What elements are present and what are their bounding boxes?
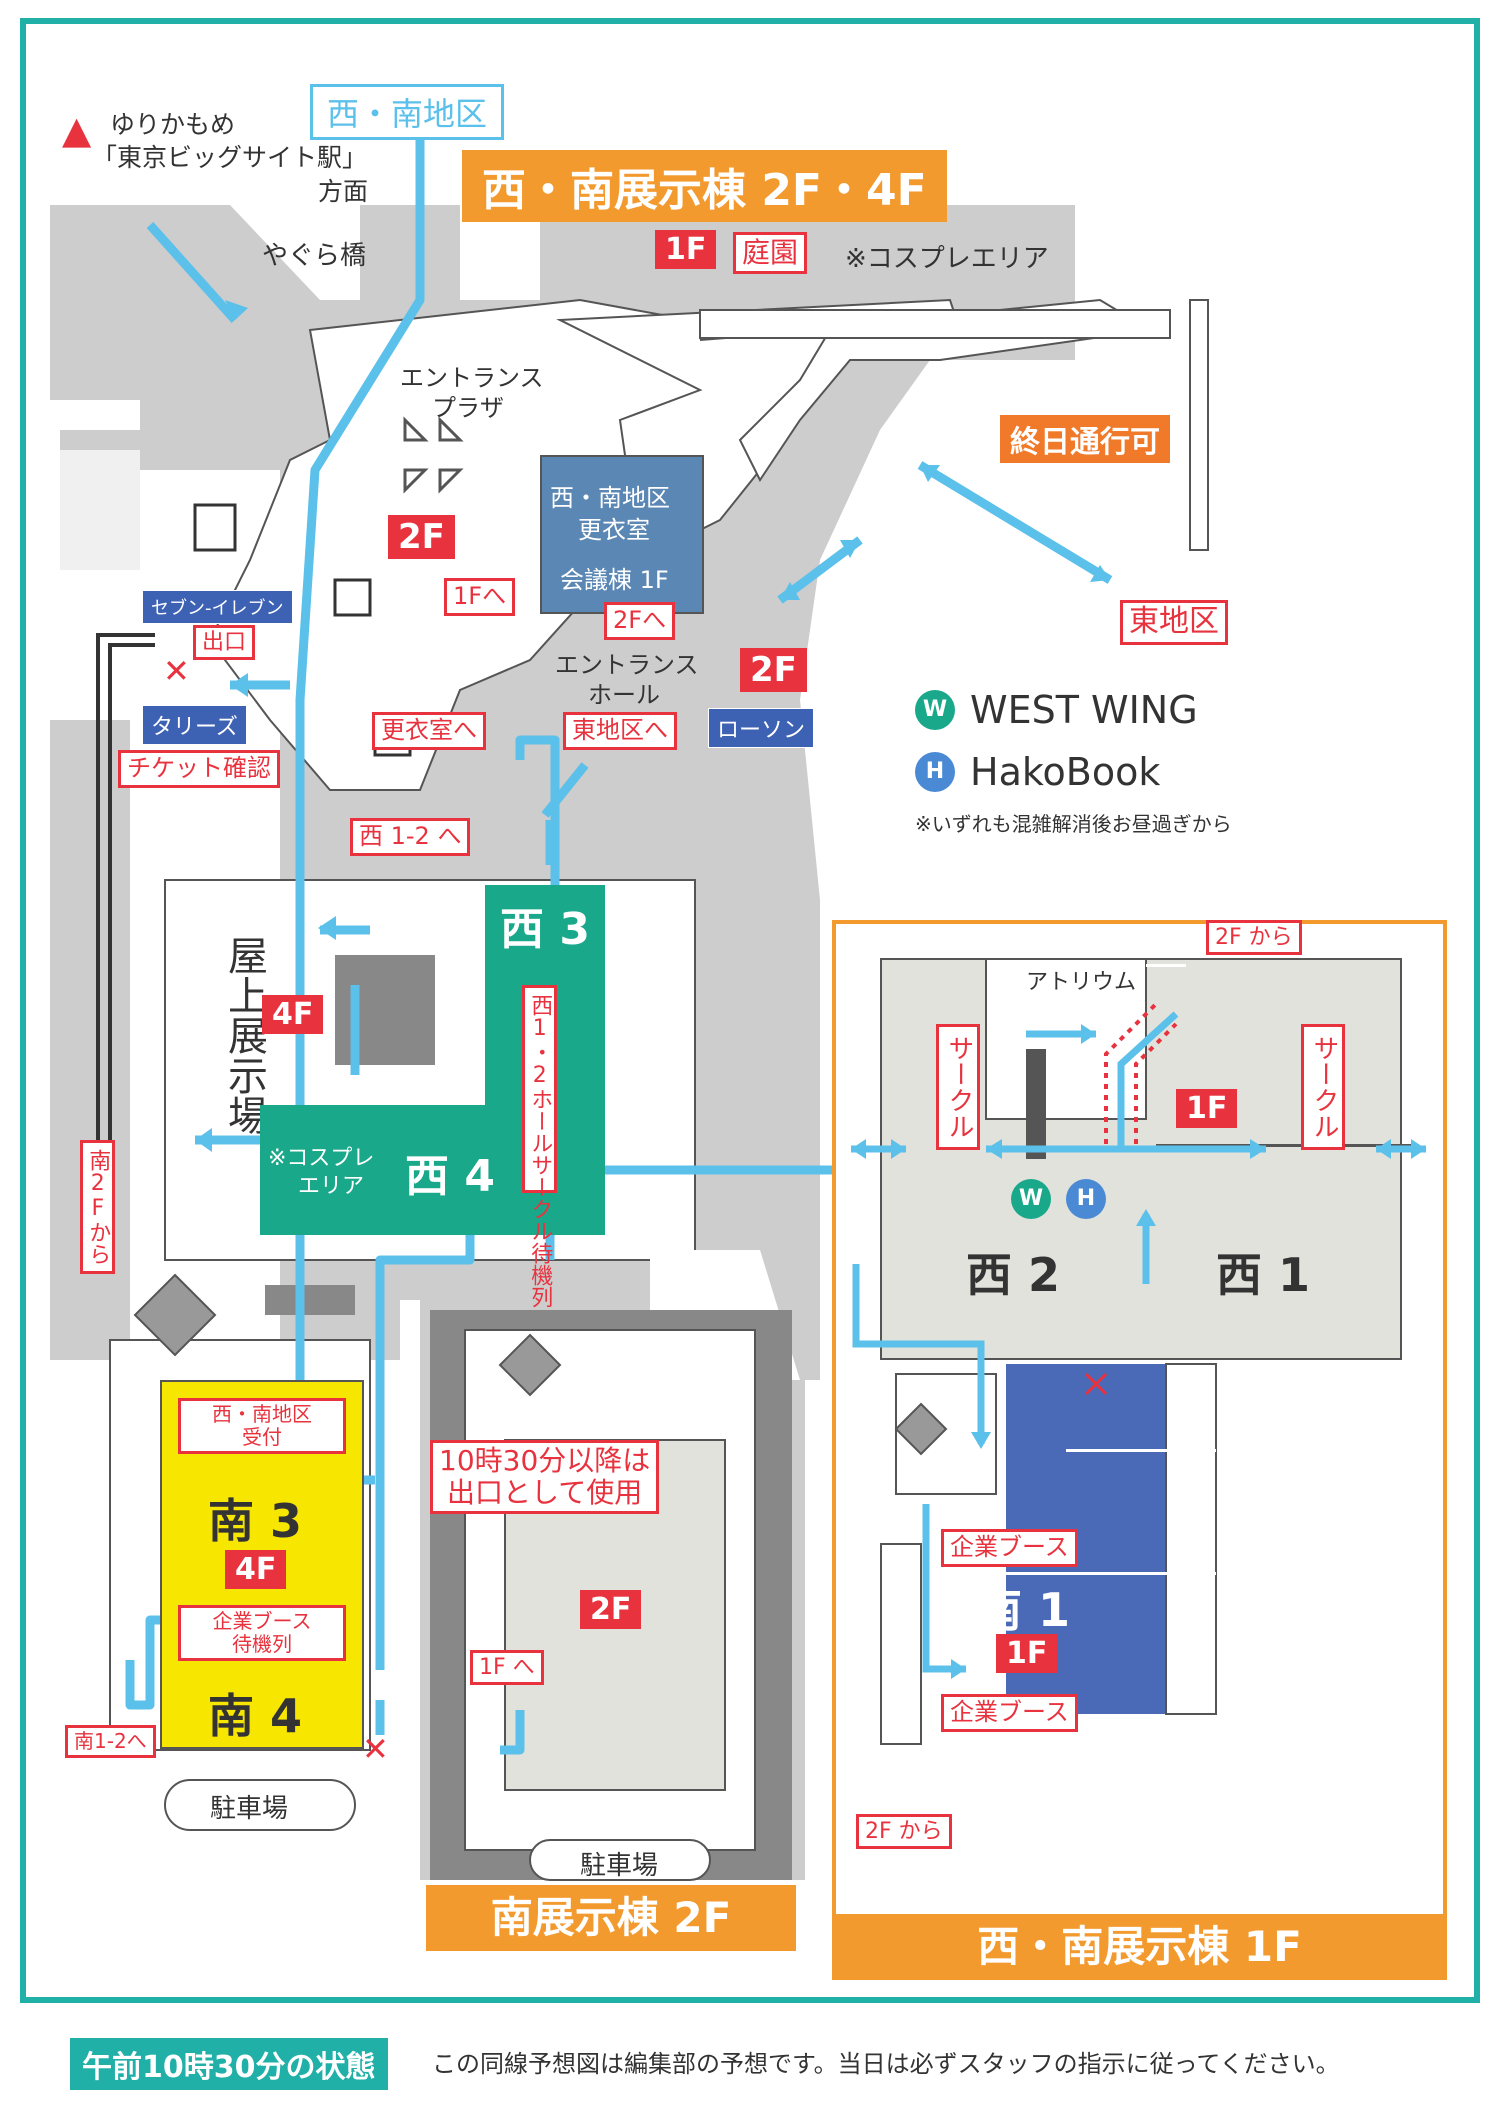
dressing-to-2f: 2Fへ: [604, 602, 676, 640]
legend-w-icon: W: [915, 690, 955, 730]
f1-from2f-bottom: 2F から: [856, 1814, 952, 1850]
west-wing-icon: W: [1011, 1179, 1051, 1219]
legend-w-label: WEST WING: [970, 688, 1198, 732]
cosplay-area-1: ※コスプレ: [268, 1146, 375, 1171]
south-from-2f: 南2Fから: [80, 1140, 116, 1274]
f1-circle-right: サークル: [1301, 1024, 1345, 1150]
hakobook-icon: H: [1066, 1179, 1106, 1219]
dressing-line2: 更衣室: [578, 516, 650, 544]
booth-line2: 待機列: [232, 1632, 292, 1656]
to-south12: 南1-2へ: [65, 1725, 156, 1758]
area-header: 西・南地区: [310, 84, 505, 140]
dressing-building: [540, 455, 704, 614]
footer-note: この同線予想図は編集部の予想です。当日は必ずスタッフの指示に従ってください。: [432, 2050, 1340, 2078]
south34-parking: 駐車場: [210, 1794, 289, 1824]
booth-line1: 企業ブース: [212, 1609, 312, 1633]
f1-floor-s: 1F: [996, 1634, 1058, 1673]
garden-floor: 1F: [655, 230, 717, 269]
entrance-hall-1: エントランス: [555, 651, 699, 679]
hall-floor-2f: 2F: [740, 648, 807, 692]
rooftop-name: 屋上展示場: [221, 935, 267, 1135]
direction-line2: 「東京ビッグサイト駅」: [92, 143, 368, 172]
lawson: ローソン: [708, 708, 815, 748]
south2f-note-line1: 10時30分以降は: [439, 1444, 651, 1477]
exit-label: 出口: [193, 625, 256, 661]
west4-label: 西 4: [405, 1151, 495, 1202]
up-arrow-icon: ▲: [62, 108, 92, 152]
south2f-to-1f: 1F へ: [470, 1650, 544, 1686]
south2f-parking: 駐車場: [580, 1851, 659, 1881]
south34-floor: 4F: [225, 1550, 287, 1589]
entrance-plaza-2: プラザ: [432, 394, 504, 422]
direction-line1: ゆりかもめ: [110, 110, 236, 139]
f1-circle-left: サークル: [936, 1024, 980, 1150]
east-area-label: 東地区: [1120, 600, 1228, 645]
south34-cross-icon: ✕: [362, 1730, 389, 1768]
south2f-note-line2: 出口として使用: [447, 1476, 643, 1510]
circle-queue: 西1・2ホールサークル待機列: [522, 985, 558, 1308]
f1-atrium: アトリウム: [1026, 970, 1137, 995]
west3-label: 西 3: [500, 904, 590, 955]
garden-note: ※コスプレエリア: [845, 244, 1049, 274]
dressing-line3: 会議棟 1F: [560, 566, 669, 594]
cosplay-area-2: エリア: [298, 1174, 365, 1199]
footer-status: 午前10時30分の状態: [70, 2038, 388, 2090]
south2f-note: 10時30分以降は 出口として使用: [430, 1440, 660, 1515]
south34-booth: 企業ブース 待機列: [178, 1605, 346, 1661]
south4-label: 南 4: [208, 1689, 303, 1743]
f1-title: 西・南展示棟 1F: [832, 1914, 1447, 1980]
tullys: タリーズ: [142, 705, 247, 745]
garden-name: 庭園: [733, 232, 808, 275]
entrance-plaza-1: エントランス: [400, 364, 544, 392]
f1-west2: 西 2: [966, 1248, 1061, 1302]
south34-reception: 西・南地区 受付: [178, 1398, 346, 1454]
yagura-bridge: やぐら橋: [262, 241, 367, 271]
south3-label: 南 3: [208, 1494, 303, 1548]
south2f-floor: 2F: [580, 1590, 642, 1629]
f1-booth2: 企業ブース: [941, 1694, 1078, 1732]
f1-south1: 南 1: [976, 1583, 1071, 1637]
legend-h-label: HakoBook: [970, 750, 1161, 794]
to-west12: 西 1-2 へ: [350, 818, 471, 856]
f1-floor-label: 1F: [1176, 1089, 1238, 1128]
to-east: 東地区へ: [563, 712, 677, 750]
seven-eleven: セブン-イレブン: [142, 590, 293, 624]
all-day-label: 終日通行可: [1000, 415, 1170, 463]
floor1-panel: 2F から アトリウム サークル サークル 1F W H 西 2 西 1 企業ブ…: [832, 920, 1447, 1980]
f1-from2f-top: 2F から: [1206, 920, 1302, 956]
direction-line3: 方面: [318, 177, 369, 206]
entrance-hall-2: ホール: [588, 681, 660, 709]
f1-south2: 南 2: [976, 1758, 1071, 1812]
rooftop-floor: 4F: [262, 995, 324, 1034]
south2f-title: 南展示棟 2F: [426, 1885, 796, 1951]
dressing-line1: 西・南地区: [550, 484, 670, 512]
legend-note: ※いずれも混雑解消後お昼過ぎから: [915, 812, 1232, 836]
to-dressing: 更衣室へ: [372, 712, 486, 750]
reception-line1: 西・南地区: [212, 1402, 312, 1426]
dressing-to-1f: 1Fへ: [444, 578, 516, 616]
plaza-floor-2f: 2F: [388, 515, 455, 559]
f1-west1: 西 1: [1216, 1248, 1311, 1302]
exit-cross-icon: ✕: [163, 652, 190, 690]
ticket-check: チケット確認: [118, 750, 280, 788]
f1-booth1: 企業ブース: [941, 1529, 1078, 1567]
legend-h-icon: H: [915, 752, 955, 792]
reception-line2: 受付: [242, 1425, 282, 1449]
main-title: 西・南展示棟 2F・4F: [462, 150, 947, 222]
